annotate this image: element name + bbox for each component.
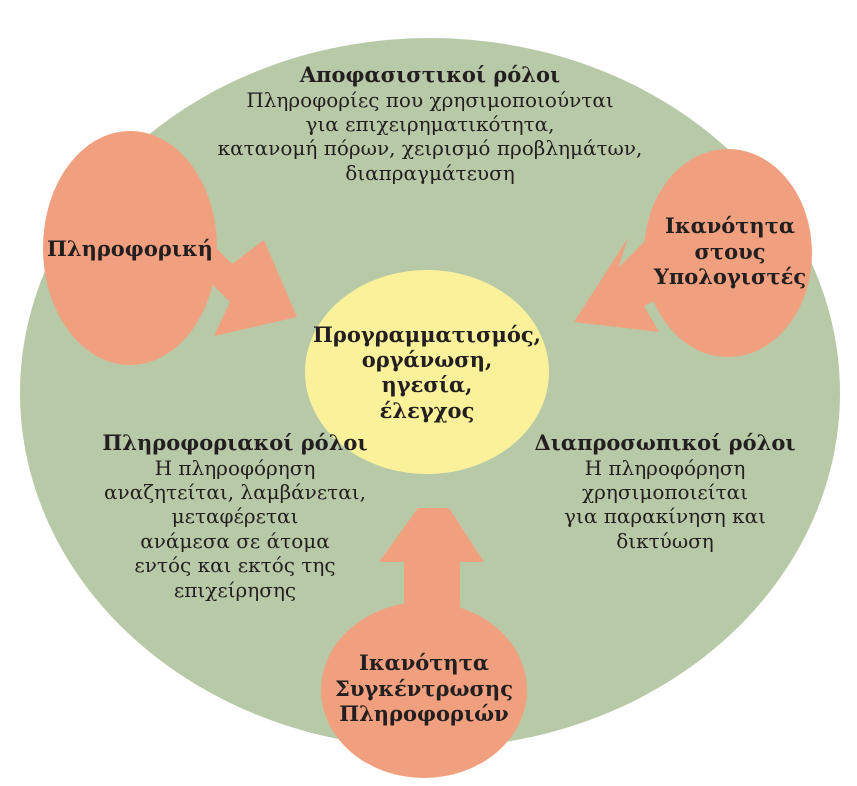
center-line: οργάνωση, [361, 347, 493, 373]
computer-skill-ellipse [644, 149, 812, 357]
informational-roles-block: Πληροφοριακοί ρόλοι Η πληροφόρηση αναζητ… [70, 430, 400, 602]
center-line: ηγεσία, [381, 372, 473, 398]
info-gathering-label-block: Ικανότητα Συγκέντρωσης Πληροφοριών [324, 650, 524, 727]
decision-roles-line: Πληροφορίες που χρησιμοποιούνται [246, 87, 614, 112]
informatics-arrow [198, 232, 297, 336]
interpersonal-roles-line: δικτύωση [616, 528, 714, 553]
decision-roles-title: Αποφασιστικοί ρόλοι [299, 62, 561, 87]
informational-roles-line: ανάμεσα σε άτομα [140, 528, 330, 553]
center-line: Προγραμματισμός, [313, 322, 541, 347]
computer-skill-line: Ικανότητα [665, 213, 795, 238]
computer-skill-line: Υπολογιστές [653, 264, 807, 290]
interpersonal-roles-line: χρησιμοποιείται [581, 480, 749, 504]
informational-roles-line: αναζητείται, λαμβάνεται, [104, 480, 366, 504]
informatics-ellipse [43, 131, 217, 365]
decision-roles-line: για επιχειρηματικότητα, [305, 112, 555, 136]
center-label-block: Προγραμματισμός, οργάνωση, ηγεσία, έλεγχ… [312, 322, 542, 423]
informational-roles-title: Πληροφοριακοί ρόλοι [102, 430, 368, 455]
informational-roles-line: επιχείρησης [173, 577, 297, 602]
interpersonal-roles-line: Η πληροφόρηση [584, 455, 746, 480]
decision-roles-block: Αποφασιστικοί ρόλοι Πληροφορίες που χρησ… [170, 62, 690, 185]
info-gathering-line: Συγκέντρωσης [335, 675, 513, 701]
interpersonal-roles-block: Διαπροσωπικοί ρόλοι Η πληροφόρηση χρησιμ… [520, 430, 810, 553]
informational-roles-line: εντός και εκτός της [134, 553, 336, 578]
informatics-label: Πληροφορική [47, 236, 213, 261]
info-gathering-ellipse [321, 602, 527, 778]
informatics-label-block: Πληροφορική [40, 236, 220, 262]
decision-roles-line: κατανομή πόρων, χειρισμό προβλημάτων, [217, 136, 643, 161]
interpersonal-roles-title: Διαπροσωπικοί ρόλοι [534, 430, 796, 455]
center-line: έλεγχος [379, 397, 475, 423]
informational-roles-line: μεταφέρεται [171, 504, 299, 529]
info-gathering-line: Πληροφοριών [339, 701, 509, 727]
computer-skill-label-block: Ικανότητα στους Υπολογιστές [640, 213, 820, 290]
center-ellipse [305, 270, 549, 474]
interpersonal-roles-line: για παρακίνηση και [564, 504, 766, 529]
informational-roles-line: Η πληροφόρηση [154, 455, 316, 480]
computer-skill-line: στους [694, 238, 766, 264]
decision-roles-line: διαπραγμάτευση [345, 160, 515, 185]
info-gathering-line: Ικανότητα [359, 650, 489, 675]
